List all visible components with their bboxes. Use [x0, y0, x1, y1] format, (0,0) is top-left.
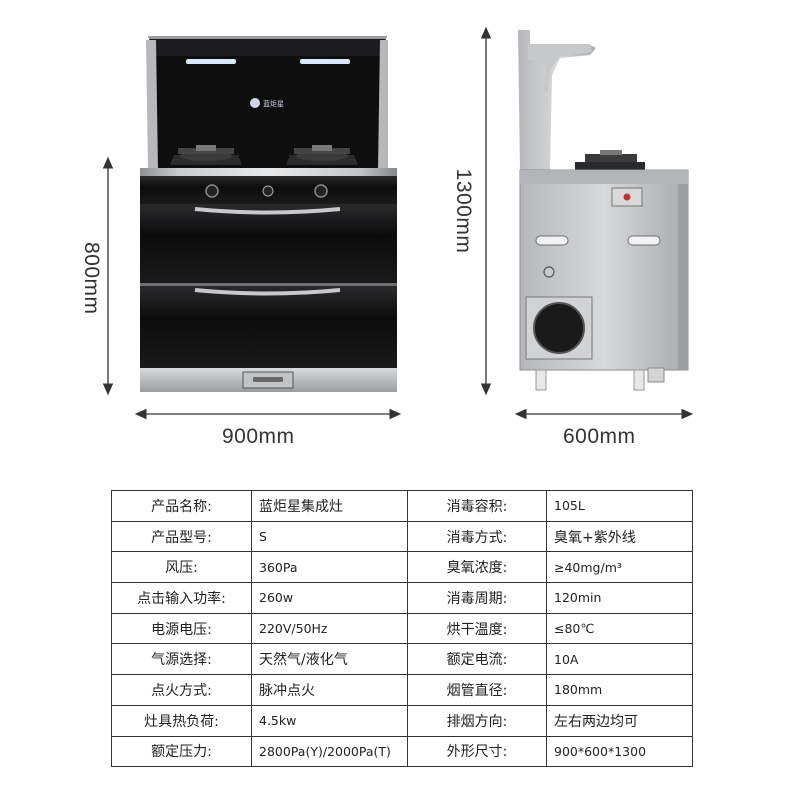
spec-label-right: 臭氧浓度: — [407, 551, 547, 584]
lower-door — [140, 286, 397, 368]
burner-right — [286, 145, 358, 165]
spec-value-right: 900*600*1300 — [546, 735, 693, 768]
brand-logo-text: 蓝炬星 — [263, 99, 284, 108]
spec-label-left: 产品型号: — [111, 520, 252, 553]
knob-left — [205, 184, 219, 198]
spec-label-right: 额定电流: — [407, 643, 547, 676]
spec-label-right: 消毒周期: — [407, 582, 547, 614]
spec-value-right: ≥40mg/m³ — [546, 551, 693, 584]
side-burner — [575, 150, 645, 170]
burner-left — [170, 145, 242, 165]
front-width-label: 900mm — [222, 425, 295, 448]
spec-label-right: 烟管直径: — [407, 674, 547, 706]
spec-label-right: 烘干温度: — [407, 612, 547, 645]
spec-value-left: 260w — [251, 582, 408, 614]
hood-cap — [148, 36, 387, 56]
spec-label-right: 消毒容积: — [407, 490, 547, 522]
upper-door-handle — [194, 207, 341, 215]
hood-light-left — [186, 59, 236, 64]
spec-value-right: 10A — [546, 643, 693, 676]
counter-top — [140, 168, 397, 176]
spec-value-right: 120min — [546, 582, 693, 614]
spec-value-left: 脉冲点火 — [251, 674, 408, 706]
spec-label-left: 风压: — [111, 551, 252, 584]
spec-label-right: 消毒方式: — [407, 520, 547, 553]
spec-value-left: 2800Pa(Y)/2000Pa(T) — [251, 735, 408, 768]
spec-value-left: 220V/50Hz — [251, 612, 408, 645]
spec-label-left: 灶具热负荷: — [111, 704, 252, 737]
spec-value-right: 105L — [546, 490, 693, 522]
brand-logo-icon — [250, 98, 260, 108]
spec-value-left: 4.5kw — [251, 704, 408, 737]
spec-label-left: 电源电压: — [111, 612, 252, 645]
side-depth-label: 600mm — [563, 425, 636, 448]
product-drawing: 蓝炬星 — [102, 26, 694, 420]
spec-label-left: 气源选择: — [111, 643, 252, 676]
hood-side-right — [378, 40, 388, 170]
spec-row: 点火方式:脉冲点火烟管直径:180mm — [111, 674, 693, 706]
side-vent-right — [627, 235, 661, 246]
spec-label-left: 额定压力: — [111, 735, 252, 768]
spec-row: 产品名称:蓝炬星集成灶消毒容积:105L — [111, 490, 693, 522]
spec-label-left: 点火方式: — [111, 674, 252, 706]
spec-value-right: 左右两边均可 — [546, 704, 693, 737]
side-vent-left — [535, 235, 569, 246]
lower-door-handle — [194, 288, 341, 296]
side-leg-back — [633, 369, 645, 391]
spec-value-left: 天然气/液化气 — [251, 643, 408, 676]
spec-label-right: 外形尺寸: — [407, 735, 547, 768]
spec-row: 气源选择:天然气/液化气额定电流:10A — [111, 643, 693, 676]
power-button-icon — [262, 185, 274, 197]
gas-connector-icon — [543, 266, 555, 278]
hood-side-left — [146, 40, 158, 170]
side-height-label: 1300mm — [452, 168, 475, 254]
spec-label-right: 排烟方向: — [407, 704, 547, 737]
side-hood-column — [518, 30, 596, 170]
upper-door — [140, 204, 397, 283]
spec-value-right: 180mm — [546, 674, 693, 706]
spec-value-right: 臭氧+紫外线 — [546, 520, 693, 553]
hood-light-right — [300, 59, 350, 64]
product-illustration: 蓝炬星 — [80, 26, 694, 448]
spec-label-left: 点击输入功率: — [111, 582, 252, 614]
spec-row: 额定压力:2800Pa(Y)/2000Pa(T)外形尺寸:900*600*130… — [111, 735, 693, 768]
flue-outlet-icon — [533, 302, 585, 354]
spec-value-left: 蓝炬星集成灶 — [251, 490, 408, 522]
hood-back-panel — [150, 40, 385, 170]
knob-right — [314, 184, 328, 198]
spec-value-right: ≤80℃ — [546, 612, 693, 645]
front-height-label: 800mm — [80, 242, 103, 315]
front-view: 蓝炬星 — [140, 36, 397, 392]
spec-value-left: S — [251, 520, 408, 553]
spec-label-left: 产品名称: — [111, 490, 252, 522]
side-view — [518, 30, 689, 391]
spec-value-left: 360Pa — [251, 551, 408, 584]
side-leg-front — [535, 369, 547, 391]
